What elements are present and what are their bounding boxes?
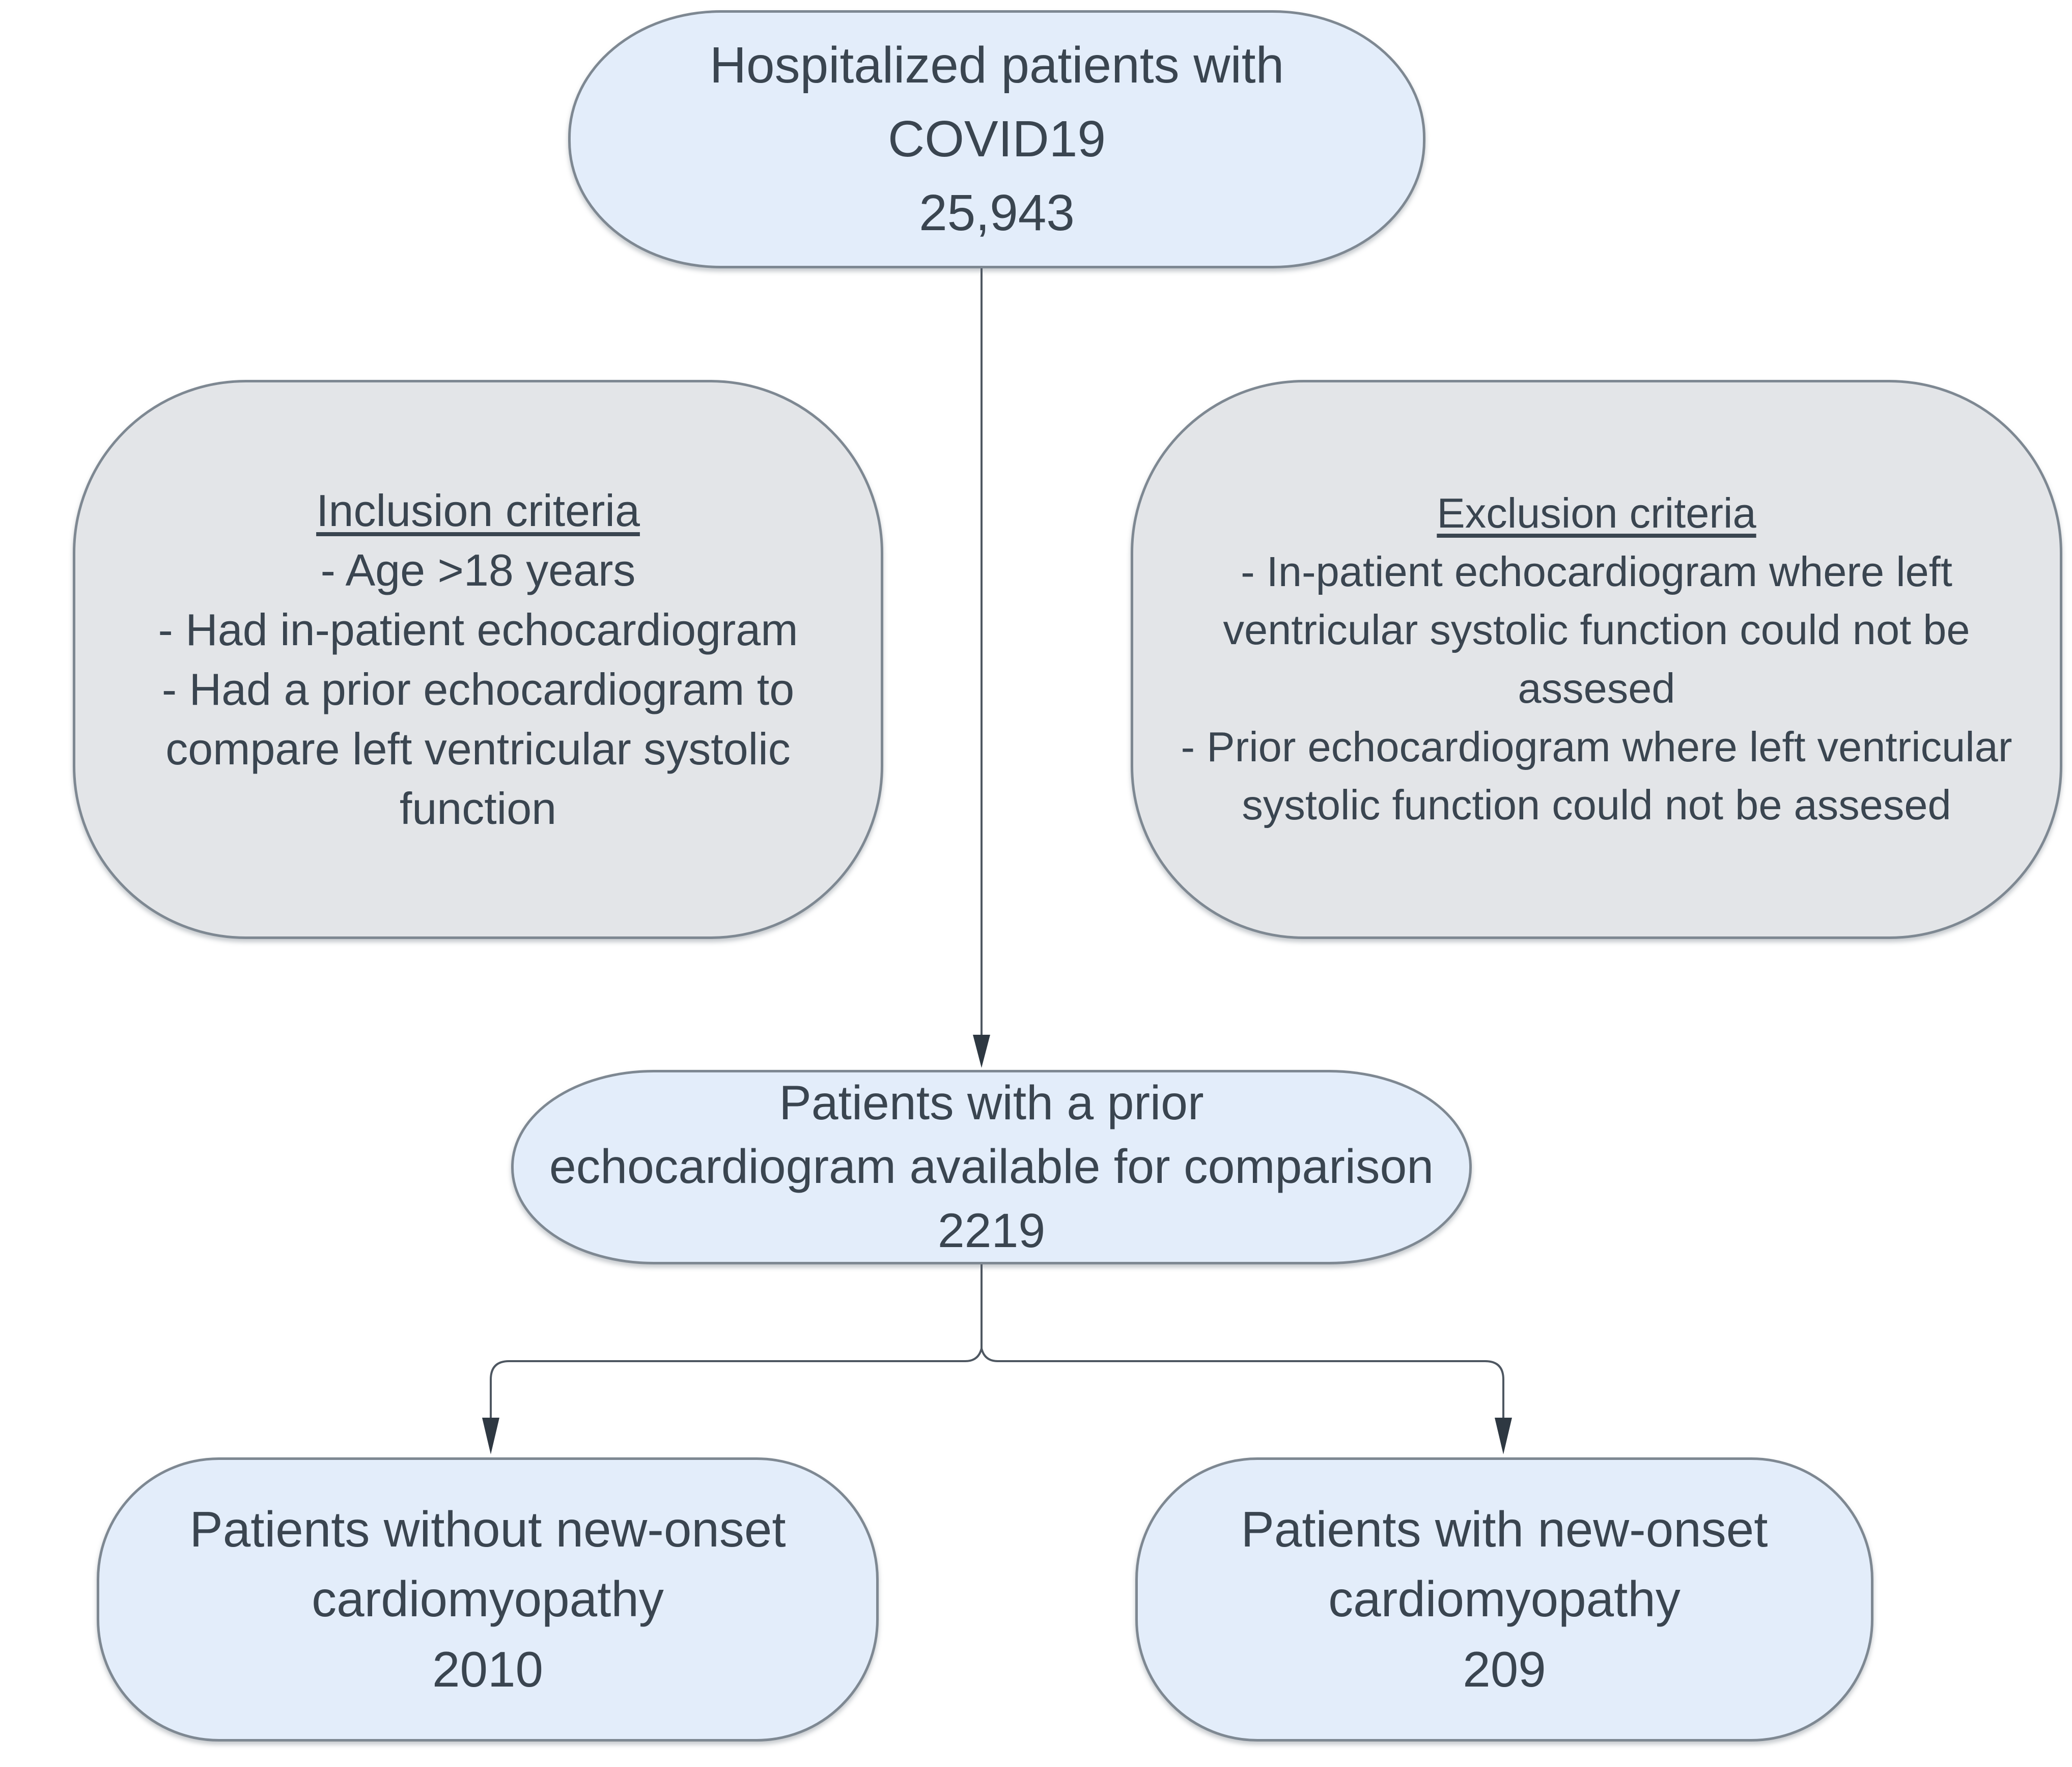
arrowhead-down-icon: [1495, 1418, 1512, 1454]
text-line: COVID19: [888, 111, 1106, 168]
text-line: - Had in-patient echocardiogram: [158, 604, 798, 655]
node-without-cardiomyopathy-text: Patients without new-onset cardiomyopathy…: [189, 1495, 786, 1704]
text-line: - Had a prior echocardiogram to: [161, 664, 795, 714]
text-line: compare left ventricular systolic: [165, 724, 791, 775]
node-prior-echocardiogram: Patients with a prior echocardiogram avai…: [511, 1070, 1472, 1264]
inclusion-criteria-items: - Age >18 years - Had in-patient echocard…: [158, 540, 798, 838]
arrowhead-down-icon: [482, 1418, 499, 1454]
text-line: cardiomyopathy: [1328, 1571, 1681, 1627]
arrow-split-right: [981, 1348, 1512, 1454]
text-line: Patients with a prior: [779, 1075, 1204, 1130]
node-prior-echocardiogram-text: Patients with a prior echocardiogram avai…: [549, 1071, 1434, 1263]
text-line: 209: [1463, 1641, 1546, 1697]
exclusion-criteria-title: Exclusion criteria: [1437, 489, 1756, 537]
node-exclusion-text: Exclusion criteria - In-patient echocard…: [1181, 484, 2012, 834]
arrow-hospitalized-to-prior-echo: [973, 268, 990, 1068]
node-without-cardiomyopathy: Patients without new-onset cardiomyopathy…: [97, 1457, 879, 1742]
arrow-split-left: [482, 1348, 983, 1454]
node-with-cardiomyopathy-text: Patients with new-onset cardiomyopathy 209: [1241, 1495, 1768, 1704]
text-line: function: [399, 783, 557, 834]
text-line: - Prior echocardiogram where left ventri…: [1181, 723, 2012, 770]
text-line: 2010: [432, 1641, 543, 1697]
node-inclusion-criteria: Inclusion criteria - Age >18 years - Had …: [73, 380, 883, 939]
text-line: echocardiogram available for comparison: [549, 1140, 1434, 1194]
exclusion-criteria-items: - In-patient echocardiogram where left ve…: [1181, 543, 2012, 835]
text-line: 2219: [937, 1203, 1046, 1258]
text-line: Patients with new-onset: [1241, 1501, 1768, 1558]
text-line: 25,943: [919, 184, 1075, 241]
text-line: cardiomyopathy: [312, 1571, 664, 1627]
text-line: Patients without new-onset: [189, 1501, 786, 1558]
text-line: ventricular systolic function could not …: [1223, 606, 1970, 654]
text-line: systolic function could not be assesed: [1242, 781, 1951, 829]
node-inclusion-text: Inclusion criteria - Age >18 years - Had …: [158, 481, 798, 838]
text-line: Hospitalized patients with: [709, 37, 1284, 94]
inclusion-criteria-title: Inclusion criteria: [316, 485, 640, 536]
arrowhead-down-icon: [973, 1035, 990, 1068]
node-with-cardiomyopathy: Patients with new-onset cardiomyopathy 209: [1135, 1457, 1873, 1742]
text-line: - Age >18 years: [320, 544, 636, 595]
node-exclusion-criteria: Exclusion criteria - In-patient echocard…: [1131, 380, 2062, 939]
text-line: - In-patient echocardiogram where left: [1241, 547, 1952, 595]
text-line: assesed: [1518, 665, 1675, 712]
